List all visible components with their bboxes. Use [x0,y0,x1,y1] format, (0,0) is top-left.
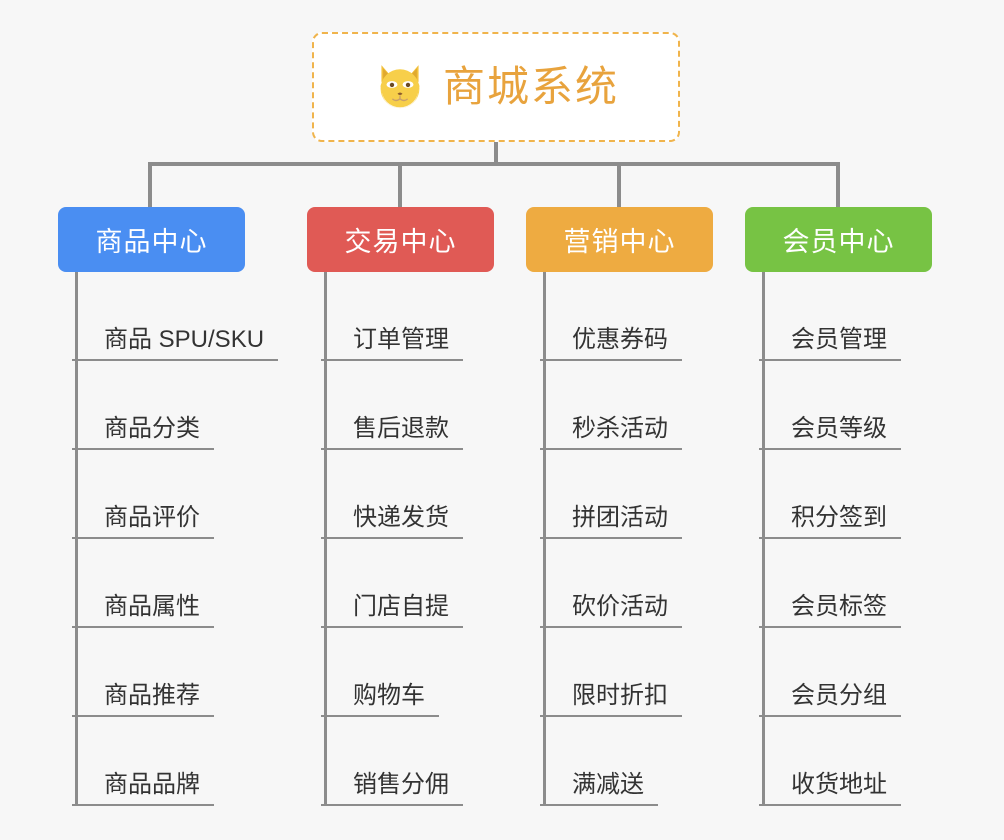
branch-header-label-2: 交易中心 [344,227,457,257]
list-item[interactable]: 优惠券码 [540,272,713,361]
connector-drop-4 [836,162,840,207]
leaf-label: 门店自提 [321,593,463,628]
list-item[interactable]: 售后退款 [321,361,494,450]
branch-header-3[interactable]: 营销中心 [526,207,713,272]
branch-header-4[interactable]: 会员中心 [745,207,932,272]
leaf-label: 限时折扣 [540,682,682,717]
list-item[interactable]: 限时折扣 [540,628,713,717]
leaf-label: 售后退款 [321,415,463,450]
branch-header-label-1: 商品中心 [95,227,208,257]
leaf-label: 会员标签 [759,593,901,628]
leaf-label: 砍价活动 [540,593,682,628]
leaf-label: 会员等级 [759,415,901,450]
list-item[interactable]: 会员管理 [759,272,932,361]
leaf-label: 优惠券码 [540,326,682,361]
list-item[interactable]: 秒杀活动 [540,361,713,450]
root-node[interactable]: 商城系统 [312,32,680,142]
branch-column-4: 会员中心 会员管理 会员等级 积分签到 会员标签 会员分组 收货地址 [745,207,932,806]
branch-spine-3 [543,272,546,806]
list-item[interactable]: 订单管理 [321,272,494,361]
connector-horizontal-bus [150,162,840,166]
list-item[interactable]: 门店自提 [321,539,494,628]
branch-header-2[interactable]: 交易中心 [307,207,494,272]
leaf-label: 收货地址 [759,771,901,806]
leaf-label: 商品分类 [72,415,214,450]
leaf-label: 购物车 [321,682,439,717]
leaf-label: 订单管理 [321,326,463,361]
connector-drop-2 [398,162,402,207]
list-item[interactable]: 商品属性 [72,539,278,628]
leaf-label: 秒杀活动 [540,415,682,450]
list-item[interactable]: 购物车 [321,628,494,717]
leaf-label: 拼团活动 [540,504,682,539]
branch-spine-2 [324,272,327,806]
leaf-label: 快递发货 [321,504,463,539]
connector-root-stem [494,142,498,165]
leaf-label: 商品属性 [72,593,214,628]
branch-spine-4 [762,272,765,806]
branch-body-3: 优惠券码 秒杀活动 拼团活动 砍价活动 限时折扣 满减送 [540,272,713,806]
leaf-label: 积分签到 [759,504,901,539]
leaf-label: 会员分组 [759,682,901,717]
list-item[interactable]: 商品品牌 [72,717,278,806]
shiba-dog-emoji [380,65,420,110]
list-item[interactable]: 商品 SPU/SKU [72,272,279,361]
list-item[interactable]: 商品分类 [72,361,278,450]
branch-spine-1 [75,272,78,806]
root-title: 商城系统 [442,63,619,110]
branch-body-2: 订单管理 售后退款 快递发货 门店自提 购物车 销售分佣 [321,272,494,806]
list-item[interactable]: 商品评价 [72,450,278,539]
branch-header-1[interactable]: 商品中心 [58,207,245,272]
connector-drop-1 [148,162,152,207]
branch-header-label-3: 营销中心 [563,227,676,257]
connector-drop-3 [617,162,621,207]
leaf-label: 商品品牌 [72,771,214,806]
leaf-label: 商品推荐 [72,682,214,717]
list-item[interactable]: 砍价活动 [540,539,713,628]
list-item[interactable]: 商品推荐 [72,628,278,717]
list-item[interactable]: 销售分佣 [321,717,494,806]
leaf-label: 会员管理 [759,326,901,361]
list-item[interactable]: 满减送 [540,717,713,806]
branch-column-1: 商品中心 商品 SPU/SKU 商品分类 商品评价 商品属性 商品推荐 商品品牌 [58,207,279,806]
list-item[interactable]: 会员分组 [759,628,932,717]
leaf-label: 销售分佣 [321,771,463,806]
list-item[interactable]: 拼团活动 [540,450,713,539]
branch-body-1: 商品 SPU/SKU 商品分类 商品评价 商品属性 商品推荐 商品品牌 [72,272,279,806]
branch-body-4: 会员管理 会员等级 积分签到 会员标签 会员分组 收货地址 [759,272,932,806]
list-item[interactable]: 会员标签 [759,539,932,628]
branch-column-2: 交易中心 订单管理 售后退款 快递发货 门店自提 购物车 销售分佣 [307,207,494,806]
leaf-label: 满减送 [540,771,658,806]
list-item[interactable]: 积分签到 [759,450,932,539]
list-item[interactable]: 收货地址 [759,717,932,806]
branch-header-label-4: 会员中心 [782,227,895,257]
leaf-label: 商品 SPU/SKU [72,326,279,361]
list-item[interactable]: 会员等级 [759,361,932,450]
leaf-label: 商品评价 [72,504,214,539]
branch-column-3: 营销中心 优惠券码 秒杀活动 拼团活动 砍价活动 限时折扣 满减送 [526,207,713,806]
list-item[interactable]: 快递发货 [321,450,494,539]
